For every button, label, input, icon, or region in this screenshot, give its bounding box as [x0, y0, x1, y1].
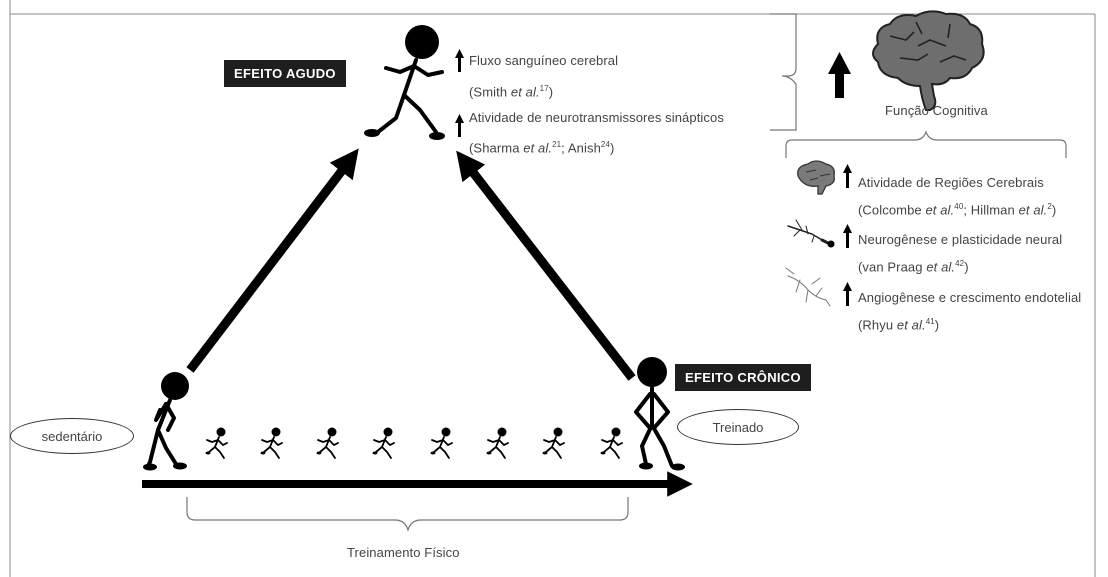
up-arrow-icon [828, 52, 851, 98]
chronic-effect-ref-2: (van Praag et al.42) [858, 259, 969, 275]
running-figure-icon [486, 427, 509, 459]
cognitive-function-label: Função Cognitiva [885, 103, 988, 118]
brain-small-icon [797, 160, 835, 195]
acute-bracket [770, 13, 797, 131]
cognitive-brace [785, 130, 1067, 158]
acute-effect-ref-2: (Sharma et al.21; Anish24) [469, 140, 615, 156]
acute-effect-item-1: Fluxo sanguíneo cerebral [469, 53, 619, 68]
running-figure-icon [372, 427, 395, 459]
acute-effect-ref-1: (Smith et al.17) [469, 84, 554, 100]
training-brace [186, 497, 629, 533]
running-figure-icon [600, 427, 623, 459]
arrow-trained-to-acute [456, 150, 636, 381]
running-figure-icon [316, 427, 339, 459]
up-arrow-icon [843, 164, 852, 188]
chronic-effect-item-1: Atividade de Regiões Cerebrais [858, 175, 1044, 190]
chronic-effect-ref-3: (Rhyu et al.41) [858, 317, 940, 333]
running-figure-icon [260, 427, 283, 459]
running-figure-icon [205, 427, 228, 459]
stick-figure-icon [364, 25, 445, 140]
chronic-effect-ref-1: (Colcombe et al.40; Hillman et al.2) [858, 202, 1057, 218]
up-arrow-icon [843, 224, 852, 248]
stick-figure-trained [634, 357, 685, 471]
chronic-effect-label: EFEITO CRÔNICO [675, 364, 811, 391]
stick-figure-sedentary [143, 372, 189, 471]
up-arrow-icon [843, 282, 852, 306]
brain-icon [872, 10, 985, 111]
chronic-effect-item-2: Neurogênese e plasticidade neural [858, 232, 1063, 247]
blood-vessel-icon [785, 267, 831, 307]
running-figure-icon [430, 427, 453, 459]
trained-ellipse: Treinado [677, 409, 799, 445]
up-arrow-icon [455, 49, 464, 72]
neuron-icon [787, 219, 835, 248]
acute-effect-label: EFEITO AGUDO [224, 60, 346, 87]
running-figure-icon [542, 427, 565, 459]
arrow-sedentary-to-acute [186, 148, 359, 373]
chronic-effect-item-3: Angiogênese e crescimento endotelial [858, 290, 1082, 305]
sedentary-label: sedentário [41, 428, 103, 444]
up-arrow-icon [455, 114, 464, 137]
trained-label: Treinado [712, 419, 764, 435]
running-figures [205, 427, 623, 459]
physical-training-label: Treinamento Físico [347, 545, 460, 560]
acute-effect-item-2: Atividade de neurotransmissores sináptic… [469, 110, 724, 125]
sedentary-ellipse: sedentário [10, 418, 134, 454]
